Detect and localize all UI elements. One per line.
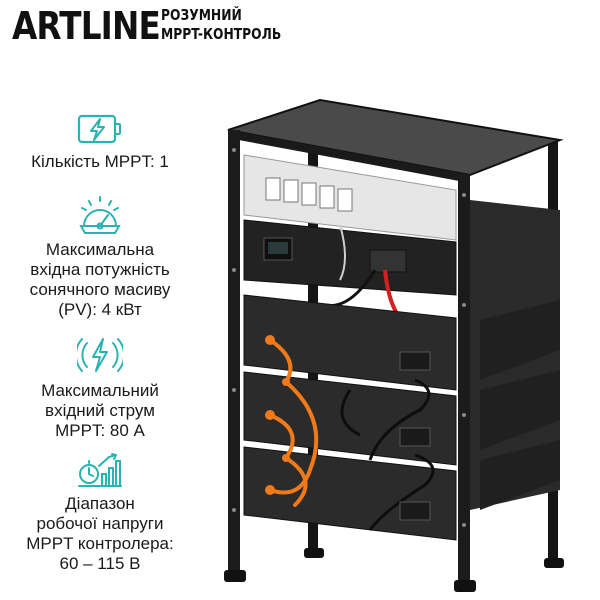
feature-voltage-range: Діапазон робочої напруги MPPT контролера… <box>0 452 200 574</box>
solar-power-gauge-icon <box>79 196 121 234</box>
feature-text: Діапазон робочої напруги MPPT контролера… <box>26 494 174 573</box>
feature-text: Максимальна вхідна потужність сонячного … <box>29 240 171 319</box>
current-bolt-icon <box>77 338 123 372</box>
feature-pv-power: Максимальна вхідна потужність сонячного … <box>0 196 200 320</box>
battery-charge-icon <box>77 114 121 144</box>
tagline-line-2: MPPT-КОНТРОЛЬ <box>161 25 282 43</box>
artline-logo: ARTLINE <box>12 4 161 48</box>
voltage-range-chart-icon <box>78 453 122 487</box>
feature-mppt-count: Кількість MPPT: 1 <box>0 112 200 172</box>
battery-rack-image <box>224 98 564 592</box>
feature-max-current: Максимальний вхідний струм MPPT: 80 А <box>0 335 200 441</box>
feature-text: Максимальний вхідний струм MPPT: 80 А <box>41 381 159 440</box>
feature-text: Кількість MPPT: 1 <box>31 152 169 171</box>
tagline: РОЗУМНИЙ MPPT-КОНТРОЛЬ <box>161 6 281 44</box>
tagline-line-1: РОЗУМНИЙ <box>161 6 242 24</box>
